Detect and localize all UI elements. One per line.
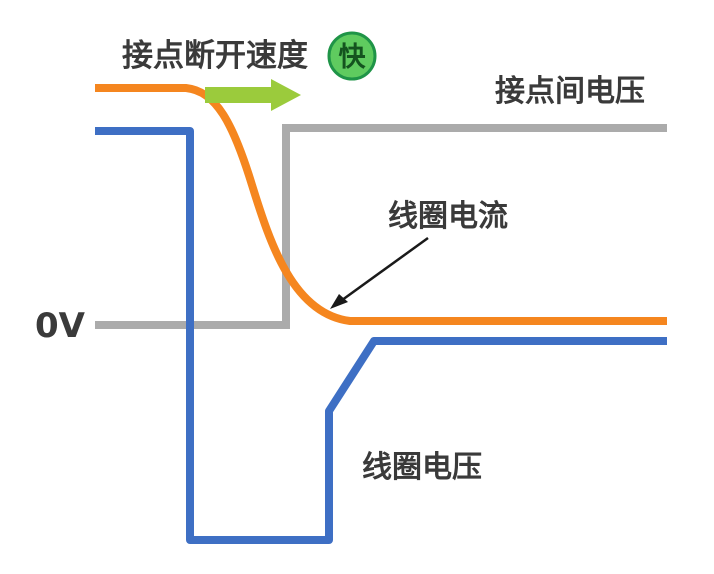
coil-current-label: 线圈电流 (388, 199, 508, 234)
coil-current-line (95, 84, 667, 325)
coil-current-pointer-head (330, 294, 348, 309)
diagram-title: 接点断开速度 (122, 38, 308, 74)
contact-voltage-line (95, 124, 667, 329)
fast-badge-circle (327, 31, 377, 81)
fast-badge-label: 快 (339, 42, 367, 73)
zero-volt-label: 0V (35, 306, 86, 346)
coil-voltage-line (95, 127, 667, 544)
contact-voltage-label: 接点间电压 (495, 74, 645, 109)
coil-current-pointer-arrow (330, 236, 429, 309)
coil-voltage-label: 线圈电压 (362, 450, 482, 485)
coil-current-pointer-shaft (337, 236, 429, 305)
fast-badge: 快 (327, 31, 377, 81)
speed-arrow-icon (205, 79, 301, 111)
